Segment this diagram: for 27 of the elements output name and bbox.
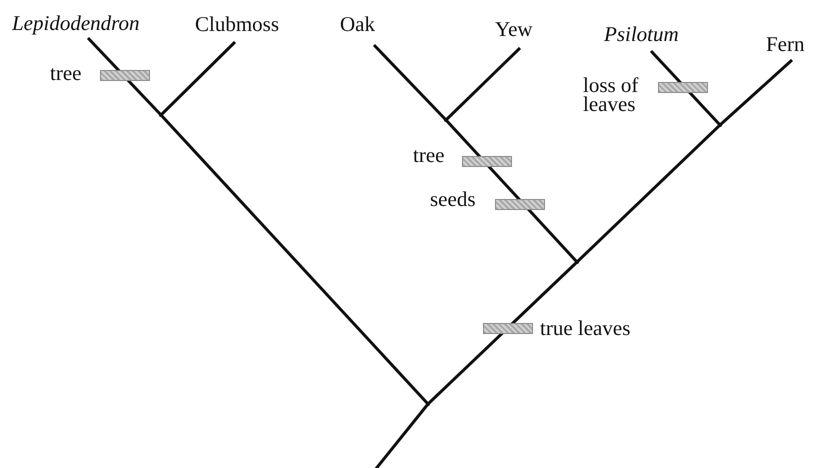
taxon-label: Fern xyxy=(766,33,804,55)
taxon-label: Yew xyxy=(495,18,533,40)
character-label: seeds xyxy=(430,190,476,209)
branch-point xyxy=(575,260,579,264)
taxon-label: Oak xyxy=(340,13,375,35)
branch-point xyxy=(159,113,163,117)
character-label: tree xyxy=(413,146,446,165)
character-label: true leaves xyxy=(540,319,632,338)
character-label: loss of leaves xyxy=(583,76,640,114)
taxon-label: Lepidodendron xyxy=(12,12,140,34)
branch-line xyxy=(444,46,522,122)
branch-line xyxy=(426,260,578,406)
branch-line xyxy=(650,50,722,126)
branch-line xyxy=(160,114,430,406)
character-label: tree xyxy=(50,64,82,83)
taxon-label: Clubmoss xyxy=(195,13,280,35)
branch-line xyxy=(444,118,578,264)
taxon-label: Psilotum xyxy=(604,23,679,45)
branch-point xyxy=(426,402,430,406)
branch-line xyxy=(374,403,430,468)
branch-line xyxy=(86,36,162,116)
branch-line xyxy=(372,44,448,122)
branch-line xyxy=(576,124,722,264)
branch-point xyxy=(444,118,448,122)
branch-line xyxy=(160,40,236,116)
branch-line xyxy=(719,58,793,126)
branch-point xyxy=(718,123,722,127)
